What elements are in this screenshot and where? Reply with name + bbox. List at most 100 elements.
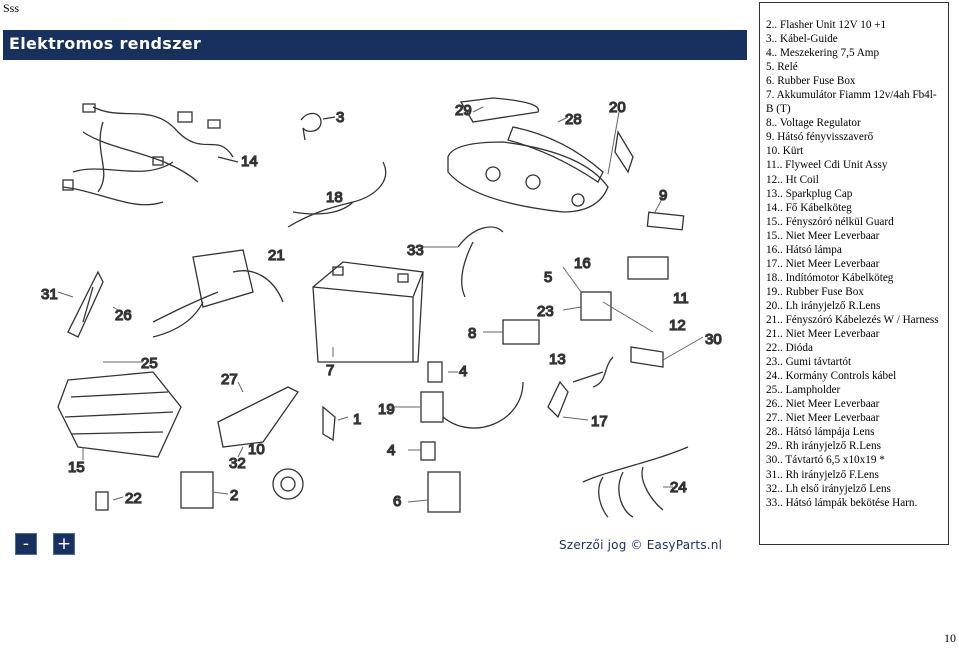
- relay-drawing: [580, 291, 612, 321]
- front-indicator-lens-drawing: [217, 386, 299, 448]
- legend-item: 9. Hátsó fényvisszaverő: [766, 131, 874, 144]
- part-label-3: 3: [336, 109, 344, 126]
- legend-item: 14.. Fő Kábelköteg: [766, 201, 852, 214]
- zoom-in-button[interactable]: +: [53, 533, 75, 555]
- legend-item: 22.. Dióda: [766, 342, 813, 355]
- legend-item: 24.. Kormány Controls kábel: [766, 370, 897, 383]
- part-label-13: 13: [549, 351, 566, 368]
- part-label-31: 31: [41, 286, 58, 303]
- part-label-12: 12: [669, 317, 686, 334]
- part-label-15: 15: [68, 459, 85, 476]
- headlight-harness-drawing: [152, 249, 284, 338]
- fuse-drawing-2: [420, 441, 436, 461]
- part-label-9: 9: [659, 187, 667, 204]
- part-label-25: 25: [141, 355, 158, 372]
- part-label-8: 8: [468, 325, 476, 342]
- part-label-6: 6: [393, 493, 401, 510]
- copyright-notice: Szerzői jog © EasyParts.nl: [559, 538, 723, 552]
- legend-item: 13.. Sparkplug Cap: [766, 187, 853, 200]
- page-header-text: Sss: [3, 1, 20, 15]
- part-label-1: 1: [353, 411, 361, 428]
- part-label-23: 23: [537, 303, 554, 320]
- page-title: Elektromos rendszer: [9, 34, 202, 53]
- legend-item: 15.. Niet Meer Leverbaar: [766, 229, 880, 242]
- legend-item: 5. Relé: [766, 61, 798, 74]
- part-label-24: 24: [670, 479, 687, 496]
- part-label-10: 10: [248, 441, 265, 458]
- legend-item: 30.. Távtartó 6,5 x10x19 *: [766, 454, 885, 467]
- fuse-box-drawing: [420, 391, 444, 423]
- part-label-18: 18: [326, 189, 343, 206]
- part-label-4: 4: [459, 363, 467, 380]
- part-label-33: 33: [407, 242, 424, 259]
- legend-item: 26.. Niet Meer Leverbaar: [766, 398, 880, 411]
- legend-item: 11.. Flyweel Cdi Unit Assy: [766, 159, 888, 172]
- legend-item: 23.. Gumi távtartót: [766, 356, 852, 369]
- handlebar-harness-drawing: [582, 446, 689, 518]
- main-harness-drawing: [62, 103, 234, 206]
- spark-plug-cap-drawing: [547, 380, 569, 419]
- part-label-16: 16: [574, 255, 591, 272]
- legend-item: 18.. Indítómotor Kábelköteg: [766, 271, 894, 284]
- regulator-drawing: [502, 319, 540, 345]
- reflector-drawing: [646, 211, 685, 231]
- part-label-32: 32: [229, 455, 246, 472]
- legend-item: 10. Kürt: [766, 145, 804, 158]
- part-label-22: 22: [125, 490, 142, 507]
- cable-guide-drawing: [300, 112, 322, 141]
- legend-item: 33.. Hátsó lámpák bekötése Harn.: [766, 496, 918, 509]
- legend-item: 15.. Fényszóró nélkül Guard: [766, 215, 894, 228]
- fuse-drawing: [427, 361, 443, 383]
- part-label-2: 2: [230, 487, 238, 504]
- leader-lines: [57, 106, 704, 503]
- legend-item: 28.. Hátsó lámpája Lens: [766, 426, 875, 439]
- exploded-parts-diagram: 14 3 18 29 28 20 9 33 16 21 31 26 5 11 2…: [40, 97, 722, 518]
- diode-drawing-1: [322, 405, 336, 442]
- front-indicator-drawing: [67, 270, 104, 338]
- part-label-19: 19: [378, 401, 395, 418]
- rear-harness-drawing: [457, 226, 504, 298]
- starter-harness-drawing: [287, 161, 387, 228]
- legend-item: 8.. Voltage Regulator: [766, 117, 861, 130]
- legend-item: 2.. Flasher Unit 12V 10 +1: [766, 19, 887, 31]
- part-label-17: 17: [591, 413, 608, 430]
- part-label-26: 26: [115, 307, 132, 324]
- parts-legend: 2.. Flasher Unit 12V 10 +1 3.. Kábel-Gui…: [759, 2, 949, 545]
- flasher-unit-drawing: [180, 471, 214, 509]
- rubber-fuse-box-drawing: [427, 471, 461, 513]
- legend-item: 32.. Lh első irányjelző Lens: [766, 482, 891, 495]
- cdi-unit-drawing: [627, 256, 669, 280]
- part-label-20: 20: [609, 99, 626, 116]
- legend-item: 17.. Niet Meer Leverbaar: [766, 257, 880, 270]
- legend-item: 29.. Rh irányjelző R.Lens: [766, 440, 881, 453]
- legend-item: 3.. Kábel-Guide: [766, 33, 838, 46]
- part-label-7: 7: [326, 362, 334, 379]
- part-label-11: 11: [673, 290, 689, 307]
- battery-drawing: [312, 261, 424, 363]
- legend-item: 20.. Lh irányjelző R.Lens: [766, 299, 881, 312]
- legend-item: 4.. Meszekering 7,5 Amp: [766, 47, 880, 60]
- rear-light-drawing: [447, 97, 634, 213]
- ht-coil-drawing: [572, 346, 664, 388]
- part-label-28: 28: [565, 111, 582, 128]
- legend-item: 16.. Hátsó lámpa: [766, 243, 842, 256]
- legend-item: 25.. Lampholder: [766, 384, 841, 397]
- legend-item: 21.. Niet Meer Leverbaar: [766, 328, 880, 341]
- diode-drawing: [95, 491, 109, 511]
- part-label-27: 27: [221, 371, 238, 388]
- legend-item: 6. Rubber Fuse Box: [766, 75, 856, 88]
- legend-item: 19.. Rubber Fuse Box: [766, 285, 864, 298]
- legend-item: 27.. Niet Meer Leverbaar: [766, 412, 880, 425]
- part-label-14: 14: [241, 153, 258, 170]
- part-label-21: 21: [268, 247, 285, 264]
- page-number: 10: [944, 631, 956, 645]
- legend-item: 21.. Fényszóró Kábelezés W / Harness: [766, 313, 939, 326]
- headlight-drawing: [57, 371, 182, 458]
- title-bar: Elektromos rendszer: [3, 30, 747, 60]
- legend-item: 7. Akkumulátor Fiamm 12v/4ah Fb4l-B (T): [766, 89, 937, 116]
- part-label-4-second: 4: [387, 442, 395, 459]
- zoom-out-button[interactable]: -: [15, 533, 37, 555]
- legend-item: 31.. Rh irányjelző F.Lens: [766, 468, 879, 481]
- part-label-5: 5: [544, 269, 552, 286]
- part-label-29: 29: [455, 102, 472, 119]
